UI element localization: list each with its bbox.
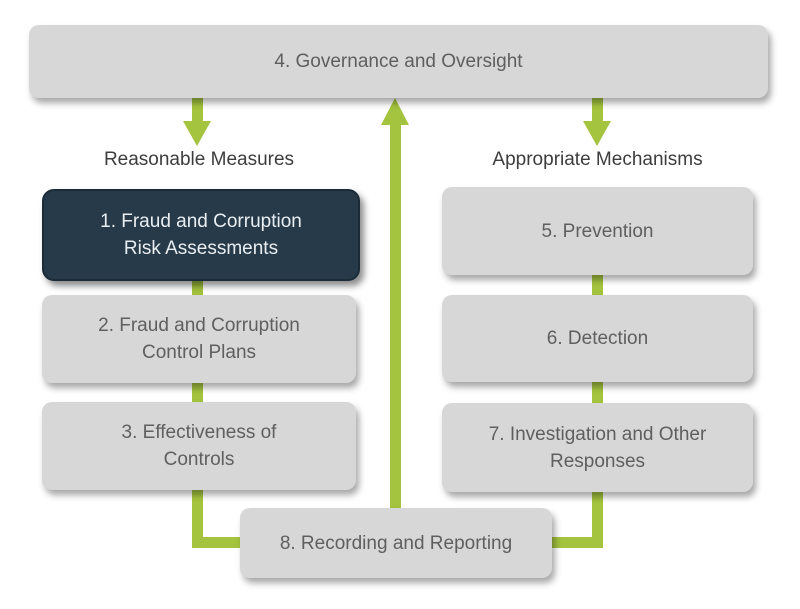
box-label-line: 1. Fraud and Corruption [100,211,302,232]
box-effectiveness-controls: 3. Effectiveness of Controls [42,402,356,490]
up-arrow-center-icon [381,98,409,125]
down-arrow-right-icon [583,121,611,146]
box-label-line: 2. Fraud and Corruption [98,315,300,336]
box-control-plans: 2. Fraud and Corruption Control Plans [42,295,356,383]
box-investigation-responses: 7. Investigation and Other Responses [442,403,753,492]
box-risk-assessments: 1. Fraud and Corruption Risk Assessments [42,189,360,281]
box-label-line: 5. Prevention [541,220,654,242]
box-label-line: Controls [163,449,235,470]
box-label-line: 7. Investigation and Other [488,423,707,445]
governance-oversight-label: 4. Governance and Oversight [274,51,523,72]
box-label-line: 3. Effectiveness of [121,422,277,443]
box-recording-reporting: 8. Recording and Reporting [240,508,552,578]
down-arrow-left-shaft [192,97,203,122]
up-arrow-shaft [390,124,401,508]
box-label-line: Responses [549,450,646,472]
left-column-heading: Reasonable Measures [103,149,295,170]
connector-left-elbow [192,537,250,548]
box-label-line: 8. Recording and Reporting [279,532,513,554]
box-detection: 6. Detection [442,295,753,382]
box-prevention: 5. Prevention [442,187,753,275]
box-label-line: Control Plans [141,342,257,363]
down-arrow-left-icon [183,121,211,146]
governance-oversight-box: 4. Governance and Oversight [29,25,768,98]
down-arrow-right-shaft [592,97,603,122]
right-column-heading: Appropriate Mechanisms [492,149,703,170]
connector-right-elbow [545,537,603,548]
box-label-line: 6. Detection [546,328,649,349]
box-label-line: Risk Assessments [123,238,279,259]
